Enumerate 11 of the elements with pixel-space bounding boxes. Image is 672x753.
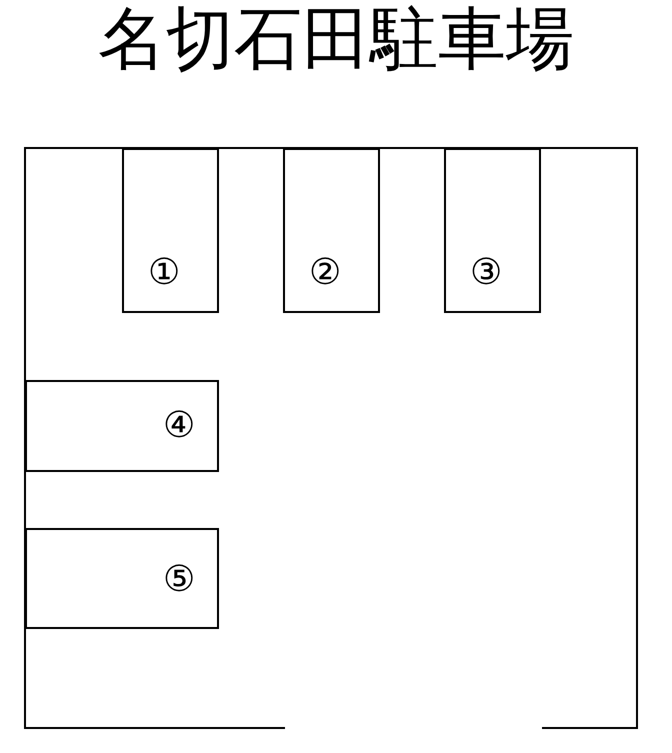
parking-space	[25, 528, 219, 629]
space-number: ①	[148, 255, 180, 291]
space-number: ③	[470, 255, 502, 291]
space-number: ②	[309, 255, 342, 291]
parking-space	[444, 148, 541, 313]
space-number: ⑤	[163, 562, 196, 598]
parking-space	[122, 148, 219, 313]
title: 名切石田駐車場	[97, 6, 575, 74]
space-number: ④	[163, 408, 196, 444]
parking-space	[25, 380, 219, 472]
parking-space	[283, 148, 380, 313]
